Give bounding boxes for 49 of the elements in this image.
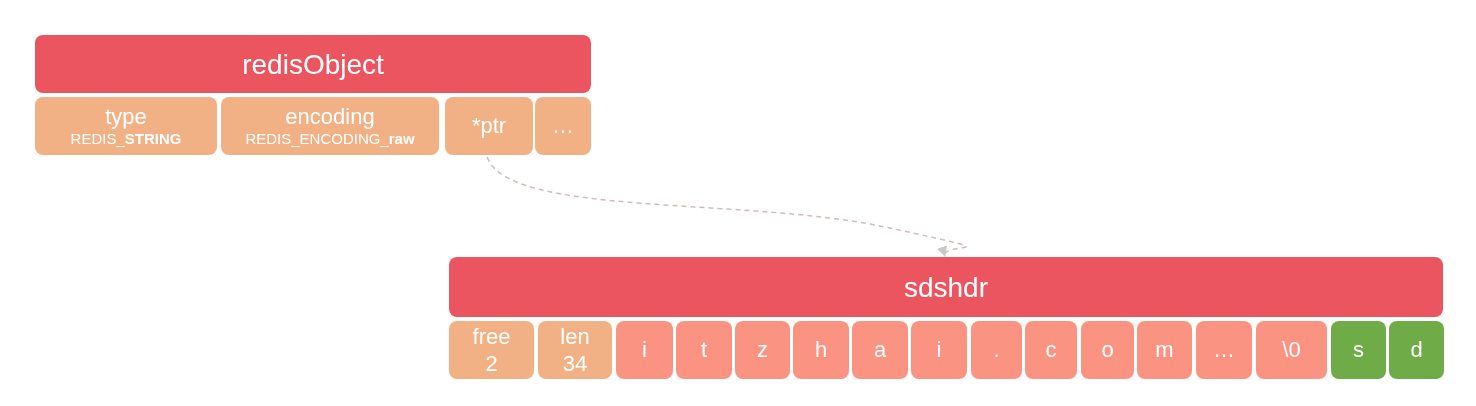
char-cell (852, 321, 908, 379)
field-cell (538, 321, 612, 379)
arrow (486, 156, 967, 258)
cell-label: s (1353, 336, 1364, 364)
cell-label: c (1045, 336, 1057, 364)
field-cell (535, 97, 591, 155)
char-cell (735, 321, 790, 379)
cell-value: REDIS_ENCODING_raw (245, 130, 415, 150)
cell-label: sdshdr (903, 270, 988, 305)
cell-label: z (757, 336, 768, 364)
cell-label: encoding (285, 102, 375, 131)
char-cell (1137, 321, 1192, 379)
struct-header (449, 257, 1443, 317)
struct-header (35, 35, 591, 93)
char-cell (1081, 321, 1134, 379)
char-cell (1196, 321, 1252, 379)
char-cell (793, 321, 849, 379)
char-cell (1389, 321, 1444, 379)
field-cell (445, 97, 533, 155)
cell-label: . (993, 336, 1000, 364)
cell-label: \0 (1282, 336, 1301, 364)
cell-label: len (560, 322, 590, 350)
cell-label: … (1213, 336, 1235, 364)
cell-label: *ptr (471, 112, 507, 140)
char-cell (1025, 321, 1077, 379)
cell-value: REDIS_STRING (70, 130, 182, 150)
cell-label: t (700, 336, 708, 364)
cell-label: … (552, 112, 574, 140)
char-cell (1331, 321, 1386, 379)
cell-label: i (936, 336, 942, 364)
cell-label: type (105, 102, 147, 131)
char-cell (971, 321, 1022, 379)
cell-label: free (472, 322, 511, 350)
char-cell (1256, 321, 1327, 379)
field-cell (221, 97, 439, 155)
field-cell (449, 321, 534, 379)
char-cell (911, 321, 967, 379)
cell-label: d (1410, 336, 1423, 364)
cell-label: m (1155, 336, 1174, 364)
cell-value: 2 (485, 350, 498, 378)
cell-label: o (1101, 336, 1114, 364)
char-cell (676, 321, 732, 379)
cell-value: 34 (562, 350, 588, 378)
cell-label: a (873, 336, 887, 364)
char-cell (616, 321, 673, 379)
cell-label: redisObject (242, 47, 384, 82)
cell-label: h (814, 336, 828, 364)
cell-label: i (642, 336, 647, 364)
field-cell (35, 97, 217, 155)
